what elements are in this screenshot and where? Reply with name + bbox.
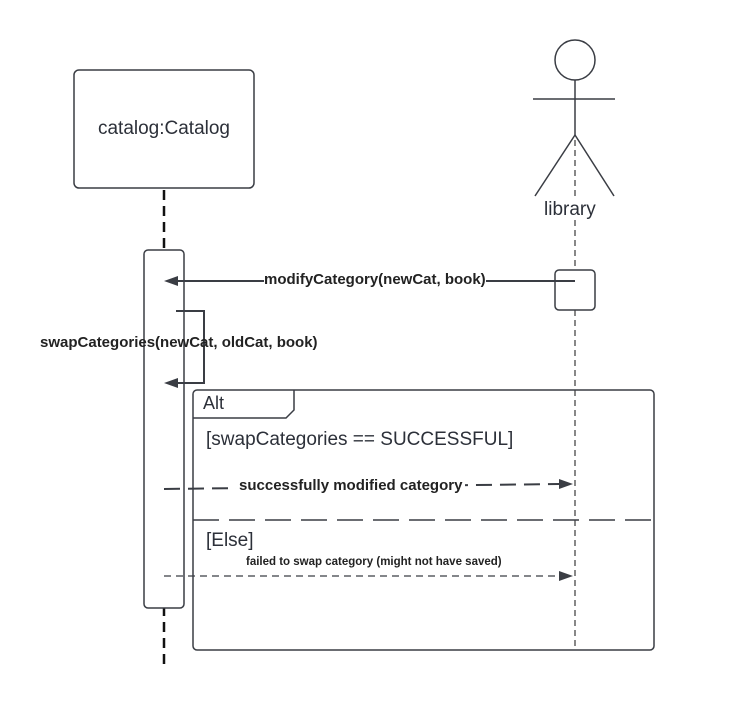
actor-icon[interactable]: [533, 39, 615, 197]
actor-label: library: [544, 199, 596, 220]
alt-operator-label: Alt: [203, 393, 225, 413]
alt-operator-tab: [193, 390, 295, 419]
modify-message-label: modifyCategory(newCat, book): [264, 271, 486, 288]
failure-return-arrow: [164, 571, 573, 581]
library-activation: [554, 269, 596, 311]
catalog-box[interactable]: [73, 69, 255, 189]
swap-self-arrow: [164, 310, 205, 388]
swap-message-label: swapCategories(newCat, oldCat, book): [40, 334, 318, 351]
catalog-activation: [143, 249, 185, 609]
catalog-title: catalog:Catalog: [97, 118, 231, 139]
failure-message-label: failed to swap category (might not have …: [246, 556, 502, 568]
alt-guard-success: [swapCategories == SUCCESSFUL]: [206, 429, 514, 450]
success-message-label: successfully modified category: [236, 478, 466, 493]
alt-guard-else: [Else]: [206, 530, 254, 551]
